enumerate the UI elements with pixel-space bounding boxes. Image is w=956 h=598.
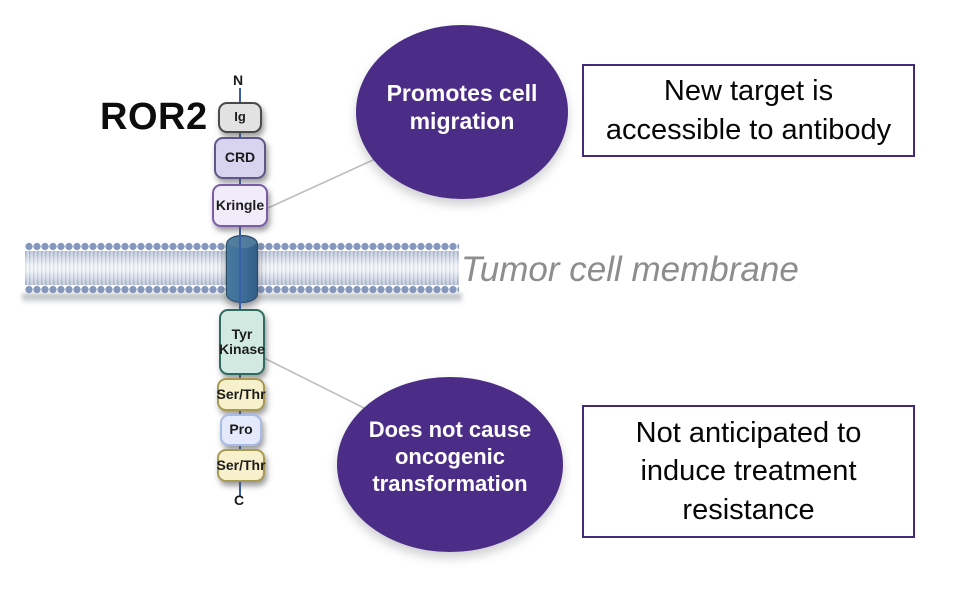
c-terminus-label: C: [234, 492, 245, 508]
n-terminus-label: N: [233, 72, 244, 88]
transmembrane-helix: [226, 235, 258, 303]
note-new-target-accessible: New target is accessible to antibody: [582, 64, 915, 157]
domain-ser-thr-2: Ser/Thr: [217, 449, 266, 482]
domain-pro: Pro: [220, 414, 262, 446]
domain-kringle: Kringle: [212, 184, 268, 227]
domain-ig: Ig: [218, 102, 262, 133]
membrane-label: Tumor cell membrane: [461, 250, 799, 289]
note-no-treatment-resistance: Not anticipated to induce treatment resi…: [582, 405, 915, 538]
callout-does-not-cause-oncogenic-transformation: Does not cause oncogenic transformation: [337, 377, 563, 552]
receptor-backbone-line: [239, 88, 242, 496]
domain-crd: CRD: [214, 137, 266, 179]
callout-promotes-cell-migration: Promotes cell migration: [356, 25, 568, 199]
protein-title: ROR2: [100, 96, 208, 138]
domain-tyr-kinase: Tyr Kinase: [219, 309, 265, 375]
domain-ser-thr-1: Ser/Thr: [217, 378, 266, 411]
